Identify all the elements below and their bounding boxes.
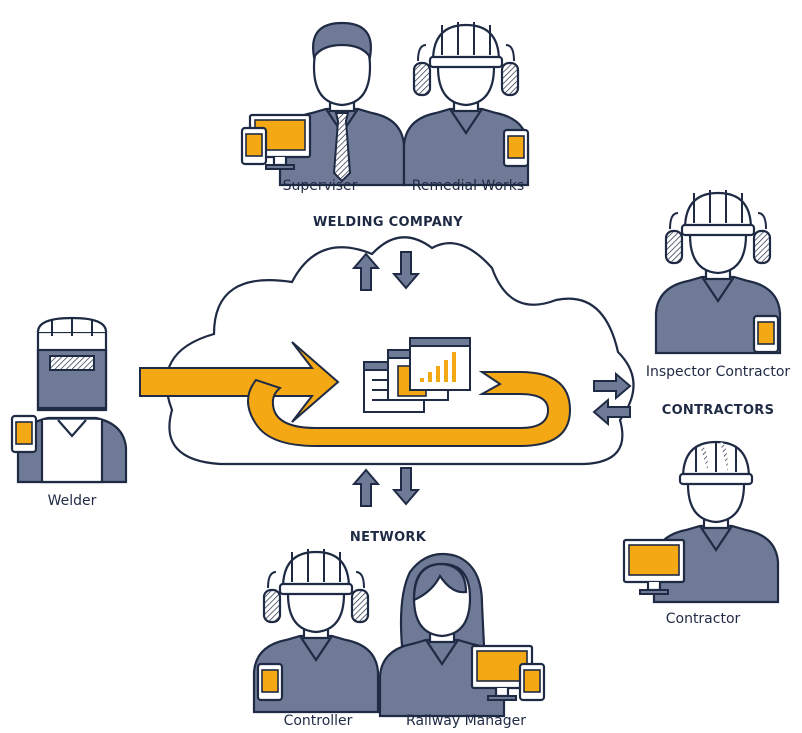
label-inspector-contractor: Inspector Contractor bbox=[645, 364, 791, 380]
label-railway-manager: Railway Manager bbox=[406, 713, 526, 729]
welding-mask-icon bbox=[36, 316, 108, 412]
railway-manager-figure bbox=[378, 552, 506, 718]
tablet-icon bbox=[752, 314, 780, 354]
superviser-figure bbox=[278, 21, 406, 187]
tablet-icon bbox=[10, 414, 38, 454]
group-welding-company: WELDING COMPANY bbox=[313, 215, 463, 230]
tablet-icon bbox=[256, 662, 284, 702]
group-network: NETWORK bbox=[349, 530, 427, 545]
group-contractors: CONTRACTORS bbox=[661, 403, 775, 418]
label-contractor: Contractor bbox=[665, 611, 741, 627]
cycle-arrow-icon bbox=[139, 341, 572, 447]
tablet-icon bbox=[518, 662, 546, 702]
down-arrow-icon bbox=[393, 467, 419, 505]
label-controller: Controller bbox=[283, 713, 353, 729]
tablet-icon bbox=[240, 126, 268, 166]
label-superviser: Superviser bbox=[282, 178, 358, 194]
label-welder: Welder bbox=[47, 493, 97, 509]
welder-figure bbox=[16, 316, 128, 484]
report-windows-icon bbox=[363, 337, 471, 413]
tablet-icon bbox=[502, 128, 530, 168]
label-remedial-works: Remedial Works bbox=[411, 178, 525, 194]
up-arrow-icon bbox=[353, 469, 379, 507]
